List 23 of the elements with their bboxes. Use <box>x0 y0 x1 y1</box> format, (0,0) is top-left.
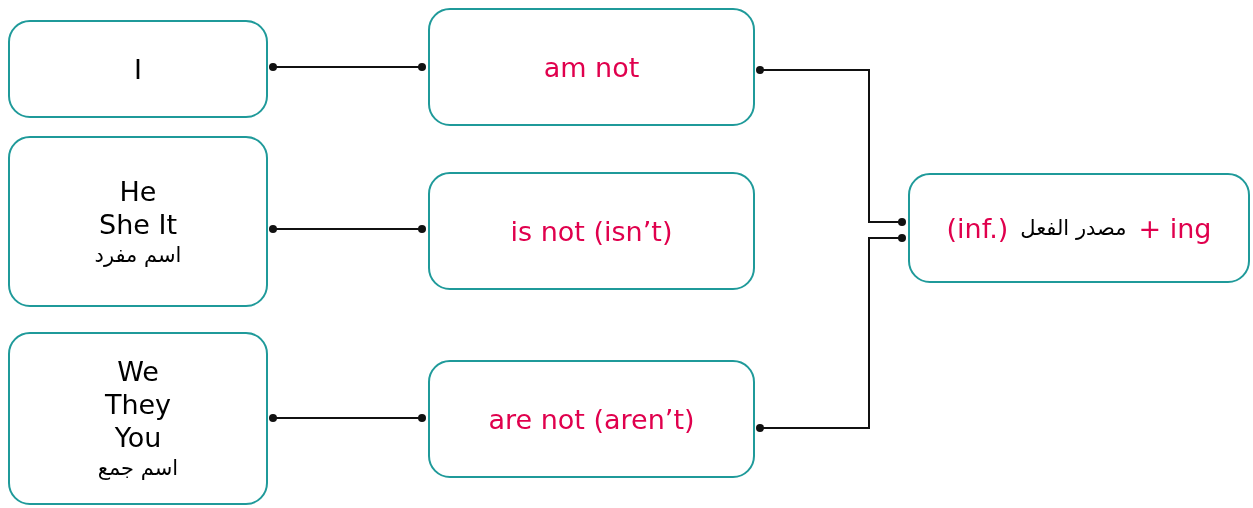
arabic-label: اسم مفرد <box>94 241 182 269</box>
connector-line <box>269 63 426 71</box>
pronoun-text: I <box>134 52 142 86</box>
subject-box <box>8 20 268 118</box>
subject-box <box>8 332 268 505</box>
verb-box <box>428 360 755 478</box>
formula-text: (inf.) <box>946 211 1009 245</box>
verb-box <box>428 8 755 126</box>
arabic-label: اسم جمع <box>97 455 179 482</box>
verb-phrase: am not <box>543 50 640 84</box>
verb-phrase: is not (isn’t) <box>510 214 673 248</box>
verb-box <box>428 172 755 290</box>
connector-line <box>756 66 906 226</box>
formula-text: + ing <box>1138 211 1212 245</box>
pronoun-text: We They You <box>103 355 173 454</box>
connector-line <box>756 234 906 432</box>
pronoun-text: He She It <box>98 174 178 241</box>
connector-line <box>269 414 426 422</box>
subject-box <box>8 136 268 307</box>
connector-line <box>269 225 426 233</box>
arabic-label: مصدر الفعل <box>1020 215 1127 242</box>
formula-box <box>908 173 1250 283</box>
verb-phrase: are not (aren’t) <box>488 402 695 436</box>
